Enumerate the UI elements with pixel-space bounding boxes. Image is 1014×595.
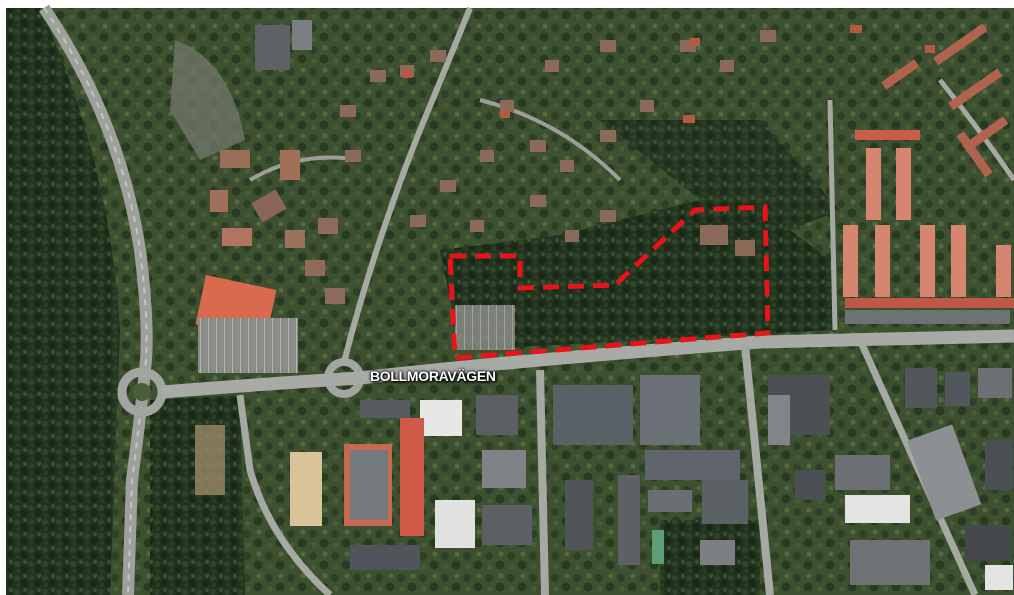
houses [340,30,776,256]
planning-area-boundary [447,204,771,361]
rock-outcrop [170,40,245,160]
apartment-blocks [843,130,1014,324]
terraced-houses [881,23,1009,178]
industrial-area [290,368,1013,590]
bollmoravagen-road [161,329,1014,399]
central-forest [440,200,835,350]
west-forest [6,8,120,595]
parking-lot [198,318,298,373]
sand-area [195,425,225,495]
